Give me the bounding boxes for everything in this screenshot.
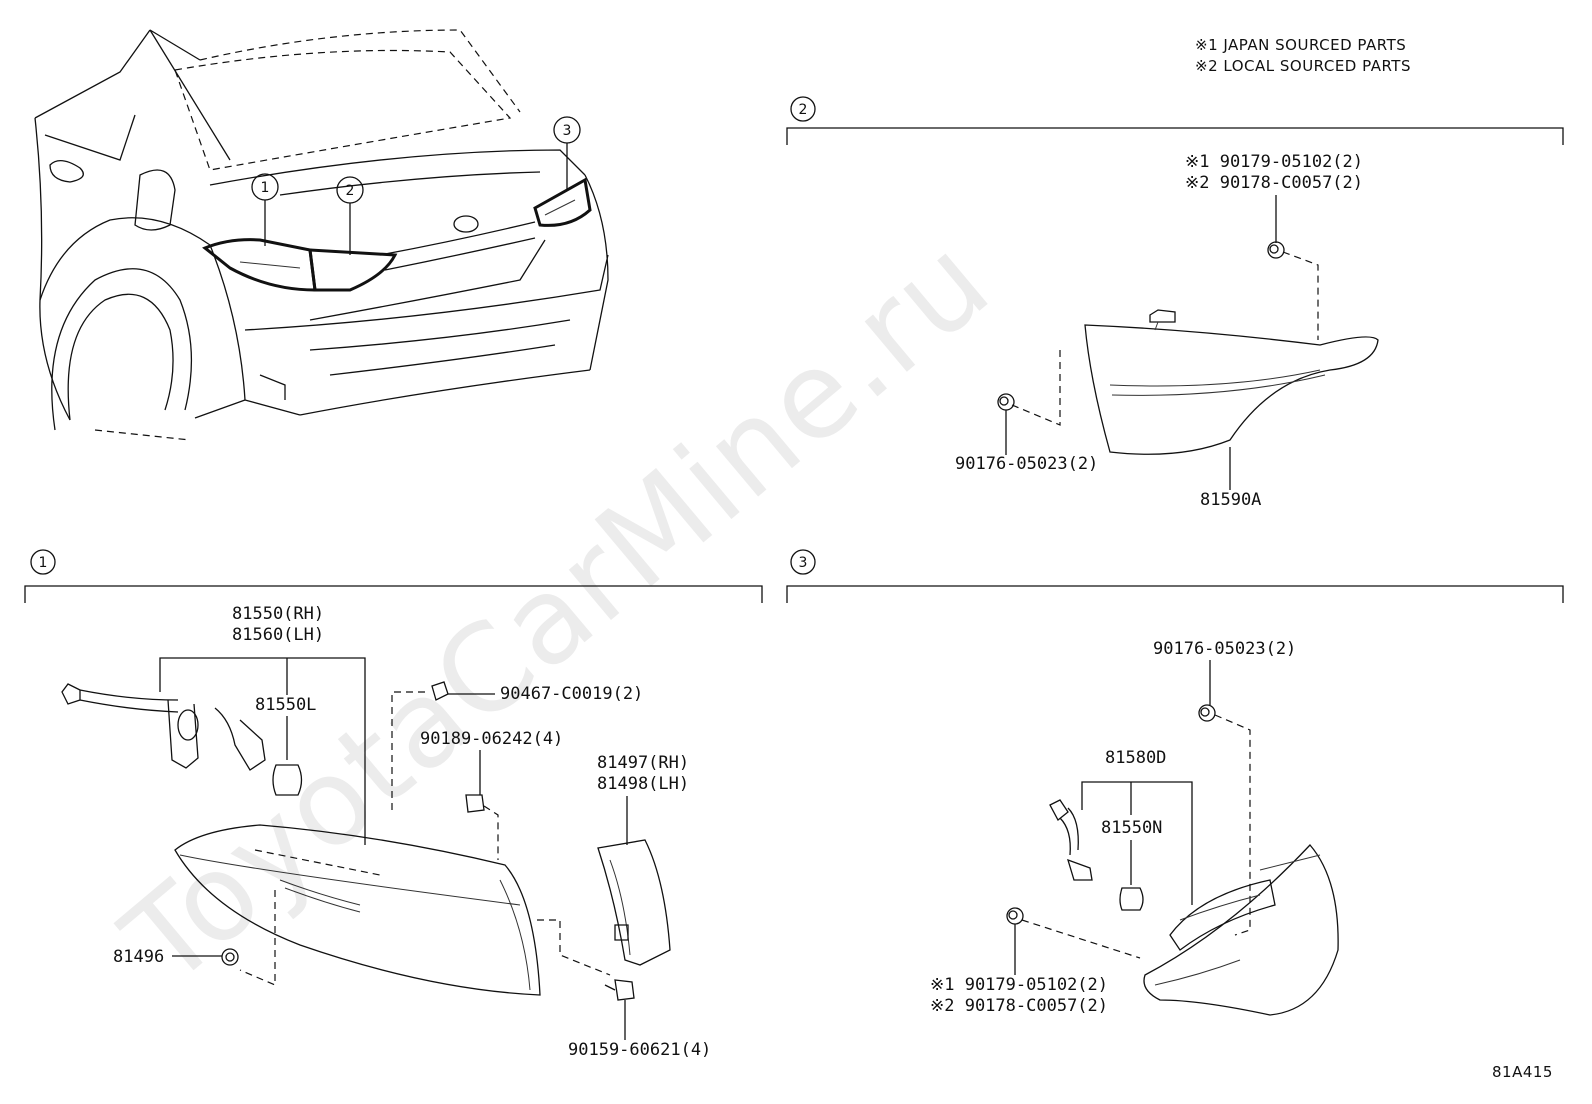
section-3-marker (790, 549, 816, 575)
clip-90179-a (1267, 241, 1285, 259)
screw-90159 (614, 979, 635, 1001)
label-81498-lh: 81498(LH) (597, 774, 689, 794)
section-2-bracket (786, 127, 1564, 145)
section-1-marker (30, 549, 56, 575)
label-90178-c0057-b: ※2 90178-C0057(2) (930, 996, 1108, 1016)
screw-90189 (465, 794, 485, 813)
section-3-number: 3 (799, 555, 808, 571)
label-90179-05102-a: ※1 90179-05102(2) (1185, 152, 1363, 172)
section-2: 2 ※1 90179-05102(2) ※2 90178-C0057(2) 90… (786, 96, 1564, 510)
section-2-marker (790, 96, 816, 122)
clip-90176-b (1198, 704, 1216, 722)
label-90176-05023-a: 90176-05023(2) (955, 454, 1098, 474)
label-81550-rh: 81550(RH) (232, 604, 324, 624)
overview-callouts: 1 2 3 (251, 116, 581, 255)
figure-code: 81A415 (1492, 1063, 1553, 1081)
section-2-number: 2 (799, 102, 808, 118)
grommet-81496 (221, 948, 239, 966)
label-90159-60621: 90159-60621(4) (568, 1040, 711, 1060)
bulb-81550l (272, 764, 303, 796)
callout-3-circle (553, 116, 581, 144)
label-81560-lh: 81560(LH) (232, 625, 324, 645)
label-81550n: 81550N (1101, 818, 1162, 838)
lamp-81550-81560 (174, 824, 541, 996)
lamp-81580d (1143, 844, 1339, 1016)
callout-2-text: 2 (346, 183, 355, 199)
callout-2-circle (336, 176, 364, 204)
section-1-number: 1 (39, 555, 48, 571)
car-rear-overview (34, 29, 609, 441)
label-81496: 81496 (113, 947, 164, 967)
label-81590a: 81590A (1200, 490, 1261, 510)
label-90178-c0057-a: ※2 90178-C0057(2) (1185, 173, 1363, 193)
callout-3-text: 3 (563, 123, 572, 139)
label-81497-rh: 81497(RH) (597, 753, 689, 773)
label-90176-05023-b: 90176-05023(2) (1153, 639, 1296, 659)
label-81580d: 81580D (1105, 748, 1166, 768)
label-90467-c0019: 90467-C0019(2) (500, 684, 643, 704)
label-90189-06242: 90189-06242(4) (420, 729, 563, 749)
note-japan-sourced: ※1 JAPAN SOURCED PARTS (1195, 36, 1406, 54)
lamp-81590a (1084, 324, 1379, 455)
label-81550l: 81550L (255, 695, 316, 715)
section-1-bracket (24, 585, 763, 603)
gasket-81497-81498 (597, 839, 671, 966)
label-90179-05102-b: ※1 90179-05102(2) (930, 975, 1108, 995)
callout-1-circle (251, 173, 279, 201)
section-1: 1 81550(RH) 81560(LH) 81550L 90467-C0019… (24, 549, 763, 1060)
section-3: 3 90176-05023(2) 81580D 81550N ※1 90179-… (786, 549, 1564, 1016)
callout-1-text: 1 (261, 180, 270, 196)
section-3-bracket (786, 585, 1564, 603)
note-local-sourced: ※2 LOCAL SOURCED PARTS (1195, 57, 1411, 75)
bulb-81550n (1119, 887, 1144, 911)
